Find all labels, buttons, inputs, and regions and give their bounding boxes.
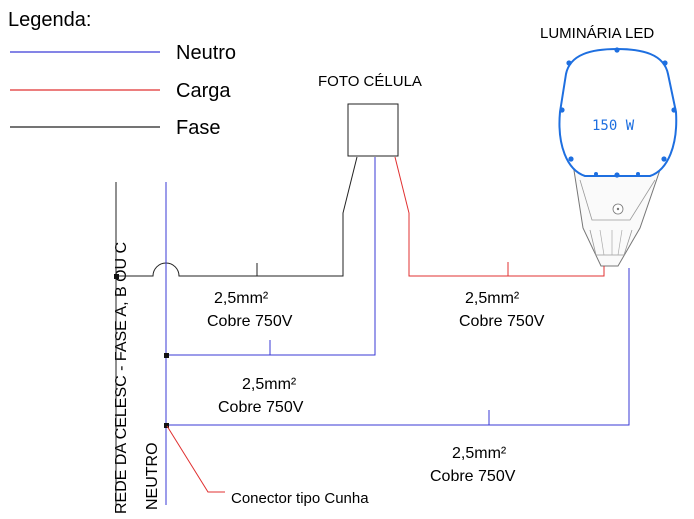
carga-wiring [166, 156, 605, 493]
legend-label-carga: Carga [176, 80, 231, 102]
photocell-box [347, 103, 399, 157]
legend-title: Legenda: [8, 9, 91, 31]
neutro-node-1 [164, 353, 169, 358]
cable-1-spec: Cobre 750V [207, 313, 293, 330]
photocell-label: FOTO CÉLULA [318, 73, 422, 90]
luminaire-label: LUMINÁRIA LED [540, 25, 654, 42]
luminaire-power: 150 W [592, 118, 635, 134]
cable-2-size: 2,5mm² [465, 290, 520, 307]
cable-3-size: 2,5mm² [242, 376, 297, 393]
cable-2-spec: Cobre 750V [459, 313, 545, 330]
neutro-node-2 [164, 423, 169, 428]
fase-wiring [115, 156, 358, 505]
cable-4-spec: Cobre 750V [430, 468, 516, 485]
luminaire-icon [558, 47, 678, 267]
fase-node [114, 274, 119, 279]
cable-1-size: 2,5mm² [214, 290, 269, 307]
legend-label-fase: Fase [176, 117, 220, 139]
rede-label: REDE DA CELESC - FASE A, B OU C [113, 242, 130, 514]
connector-label: Conector tipo Cunha [231, 490, 369, 507]
cable-3-spec: Cobre 750V [218, 399, 304, 416]
legend-label-neutro: Neutro [176, 42, 236, 64]
neutro-wiring [165, 157, 630, 505]
neutro-label: NEUTRO [144, 442, 161, 510]
cable-4-size: 2,5mm² [452, 445, 507, 462]
